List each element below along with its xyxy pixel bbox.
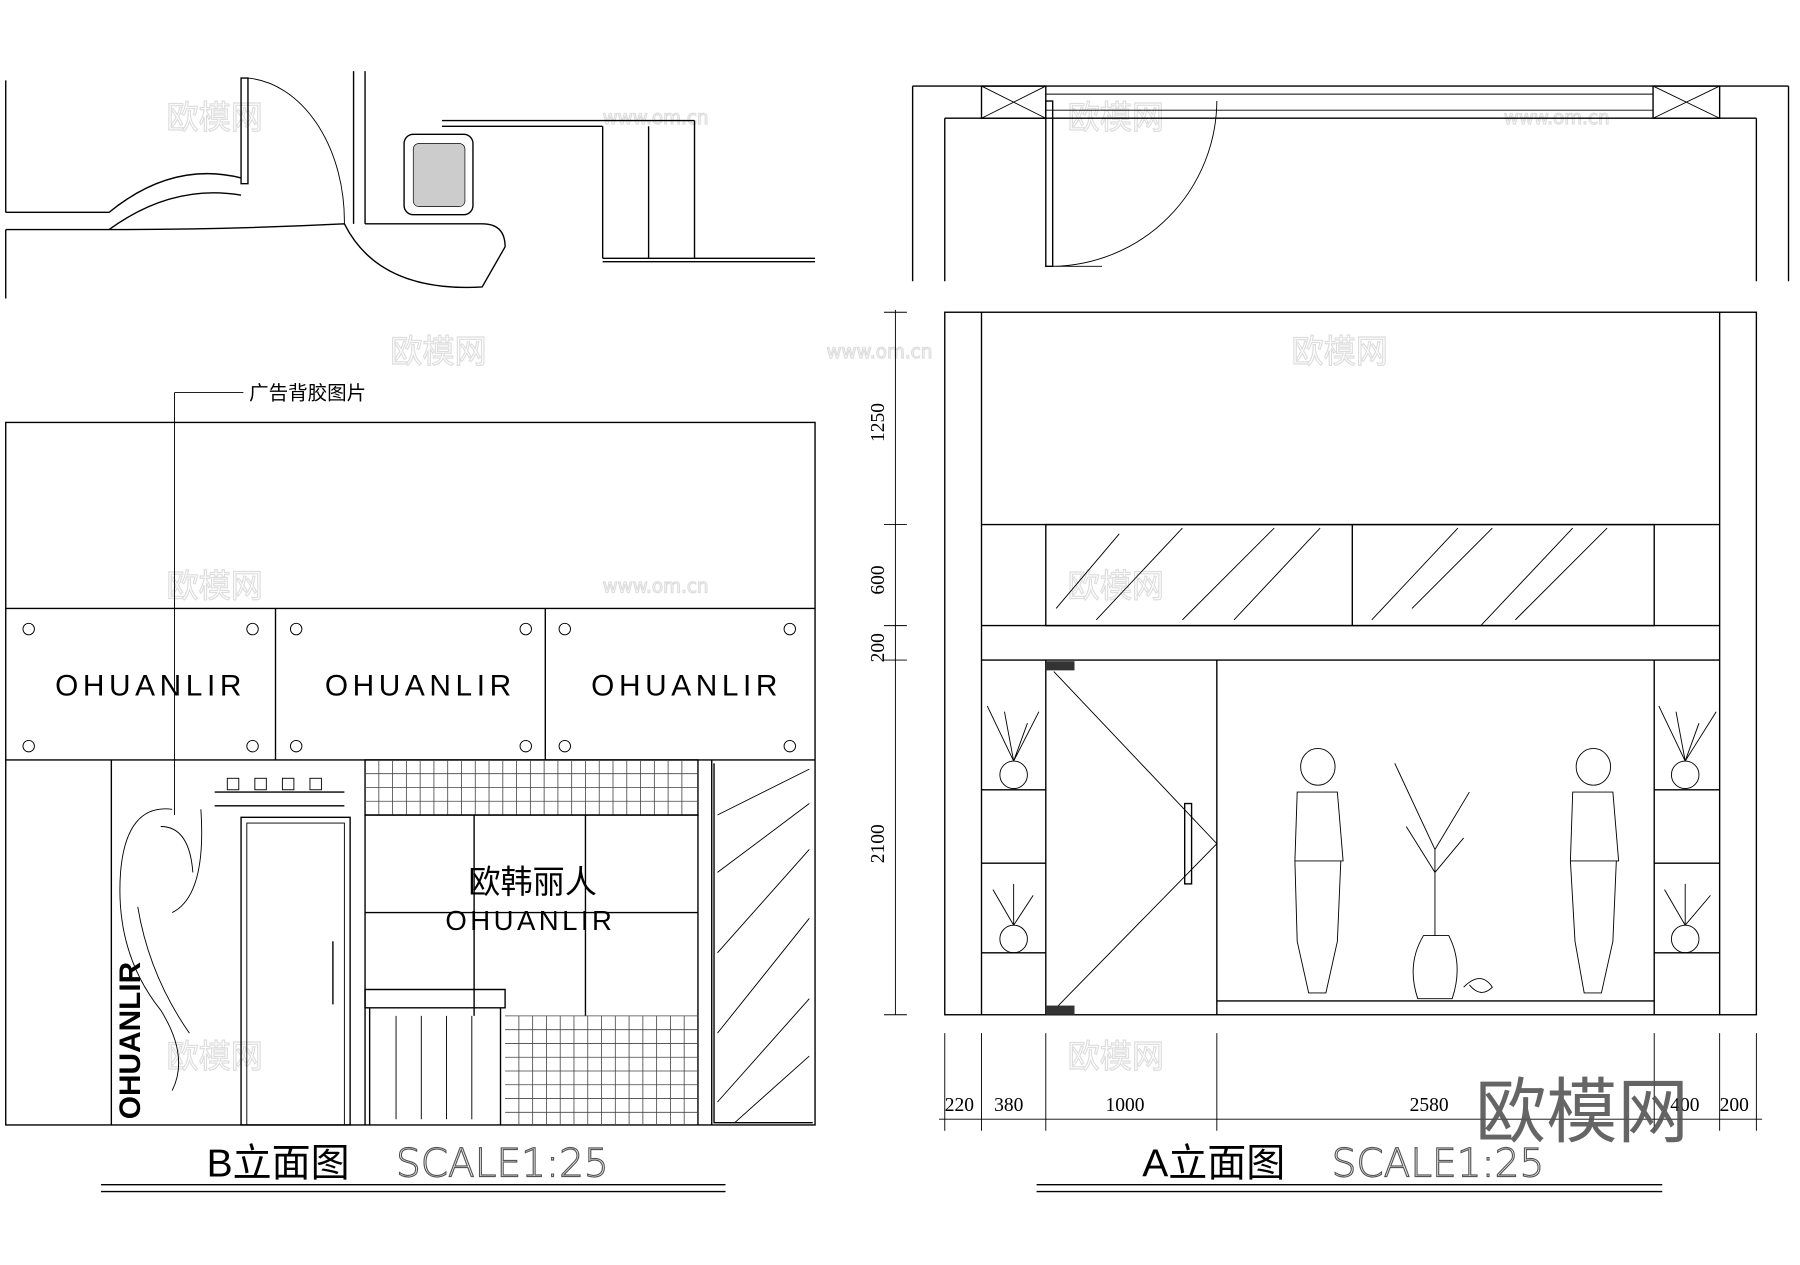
a-elevation: 1250 600 200 2100 220 380 1000 2580 400 … bbox=[868, 309, 1763, 1193]
svg-text:欧模网: 欧模网 bbox=[166, 1038, 262, 1076]
dim-380: 380 bbox=[994, 1095, 1023, 1116]
b-elevation-title: B立面图 bbox=[207, 1143, 350, 1186]
sign-text-3: OHUANLIR bbox=[591, 670, 782, 703]
vertical-brand-text: OHUANLIR bbox=[114, 962, 147, 1119]
wall-brand-en: OHUANLIR bbox=[445, 905, 615, 936]
svg-text:www.om.cn: www.om.cn bbox=[603, 576, 709, 597]
tile-grid bbox=[364, 759, 699, 1125]
watermark-logo: 欧模网 bbox=[1475, 1070, 1688, 1153]
door-b[interactable] bbox=[214, 777, 351, 1126]
dim-600: 600 bbox=[868, 565, 889, 594]
dim-1250: 1250 bbox=[868, 403, 889, 442]
a-elevation-title: A立面图 bbox=[1142, 1143, 1285, 1186]
a-floor-plan bbox=[911, 85, 1790, 282]
svg-text:欧模网: 欧模网 bbox=[1291, 333, 1387, 371]
dim-200: 200 bbox=[868, 633, 889, 662]
svg-text:欧模网: 欧模网 bbox=[1068, 1038, 1164, 1076]
svg-text:欧模网: 欧模网 bbox=[166, 99, 262, 137]
dim-200-right: 200 bbox=[1720, 1095, 1749, 1116]
b-elevation-scale: SCALE1:25 bbox=[396, 1142, 609, 1187]
vertical-dimensions: 1250 600 200 2100 bbox=[868, 309, 907, 1016]
dim-220: 220 bbox=[945, 1095, 974, 1116]
dim-2100: 2100 bbox=[868, 824, 889, 863]
plant-icons bbox=[986, 705, 1717, 954]
horizontal-dimensions: 220 380 1000 2580 400 200 bbox=[939, 1033, 1763, 1131]
svg-text:欧模网: 欧模网 bbox=[390, 333, 486, 371]
sign-text-1: OHUANLIR bbox=[55, 670, 246, 703]
mannequins bbox=[1294, 747, 1620, 1000]
svg-text:欧模网: 欧模网 bbox=[166, 567, 262, 605]
reception-counter bbox=[364, 988, 506, 1125]
b-elevation: 广告背胶图片 OHUANLIR OHUANLIR OHUANLIR OHUANL… bbox=[5, 382, 816, 1193]
dim-1000: 1000 bbox=[1105, 1095, 1144, 1116]
dim-400: 400 bbox=[1670, 1095, 1699, 1116]
dim-2580: 2580 bbox=[1410, 1095, 1449, 1116]
svg-text:www.om.cn: www.om.cn bbox=[827, 342, 933, 363]
mirror-panel bbox=[713, 763, 813, 1124]
a-elevation-scale: SCALE1:25 bbox=[1332, 1142, 1545, 1187]
sign-text-2: OHUANLIR bbox=[325, 670, 516, 703]
b-floor-plan bbox=[5, 71, 816, 299]
callout-label: 广告背胶图片 bbox=[249, 382, 366, 404]
wall-brand-cn: 欧韩丽人 bbox=[468, 864, 597, 900]
svg-text:www.om.cn: www.om.cn bbox=[603, 108, 709, 129]
